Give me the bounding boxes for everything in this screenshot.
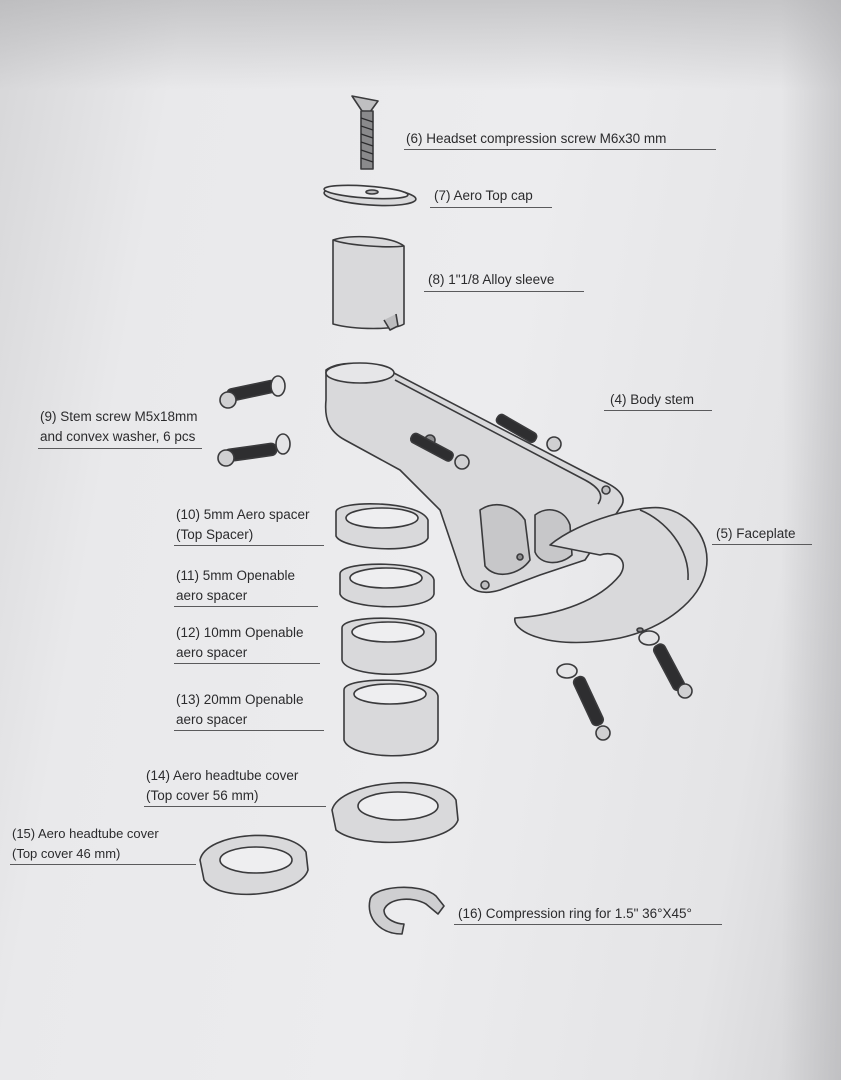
aero-top-cap [323, 184, 417, 207]
label-part-15-line2: (Top cover 46 mm) [12, 846, 121, 861]
label-part-13: (13) 20mm Openable aero spacer [176, 690, 304, 730]
label-part-10-line1: (10) 5mm Aero spacer [176, 507, 310, 522]
label-part-9: (9) Stem screw M5x18mm and convex washer… [40, 407, 198, 447]
label-part-15: (15) Aero headtube cover (Top cover 46 m… [12, 824, 159, 864]
page-shadow-right [781, 0, 841, 1080]
label-part-13-line2: aero spacer [176, 712, 248, 727]
leader-line-4 [604, 410, 712, 412]
leader-line-13 [174, 730, 324, 732]
label-part-7: (7) Aero Top cap [434, 186, 533, 206]
leader-line-8 [424, 291, 584, 293]
label-part-9-line2: and convex washer, 6 pcs [40, 429, 196, 444]
label-part-6-line1: (6) Headset compression screw M6x30 mm [406, 131, 667, 146]
aero-spacer-5mm-top [335, 503, 429, 550]
label-part-16: (16) Compression ring for 1.5" 36°X45° [458, 904, 692, 924]
headset-compression-screw [351, 95, 379, 170]
label-part-12-line2: aero spacer [176, 645, 248, 660]
leader-line-14 [144, 806, 326, 808]
stem-bolts-upper [409, 413, 562, 470]
label-part-16-line1: (16) Compression ring for 1.5" 36°X45° [458, 906, 692, 921]
headtube-cover-46mm [199, 834, 309, 896]
label-part-14-line2: (Top cover 56 mm) [146, 788, 259, 803]
label-part-11-line2: aero spacer [176, 588, 248, 603]
label-part-11-line1: (11) 5mm Openable [176, 568, 296, 583]
label-part-8: (8) 1"1/8 Alloy sleeve [428, 270, 554, 290]
label-part-13-line1: (13) 20mm Openable [176, 692, 304, 707]
label-part-14-line1: (14) Aero headtube cover [146, 768, 299, 783]
label-part-11: (11) 5mm Openable aero spacer [176, 566, 295, 606]
leader-line-6 [404, 149, 716, 151]
headtube-cover-56mm [331, 782, 459, 844]
label-part-10-line2: (Top Spacer) [176, 527, 254, 542]
label-part-12-line1: (12) 10mm Openable [176, 625, 304, 640]
label-part-5: (5) Faceplate [716, 524, 796, 544]
body-stem [324, 362, 624, 594]
faceplate-bolts [556, 630, 693, 741]
stem-screw-set [217, 375, 291, 467]
leader-line-12 [174, 663, 320, 665]
label-part-15-line1: (15) Aero headtube cover [12, 826, 159, 841]
openable-spacer-5mm [339, 563, 435, 608]
label-part-4-line1: (4) Body stem [610, 392, 695, 407]
leader-line-11 [174, 606, 318, 608]
leader-line-10 [174, 545, 324, 547]
label-part-8-line1: (8) 1"1/8 Alloy sleeve [428, 272, 555, 287]
label-part-4: (4) Body stem [610, 390, 694, 410]
label-part-10: (10) 5mm Aero spacer (Top Spacer) [176, 505, 310, 545]
leader-line-5 [712, 544, 812, 546]
leader-line-7 [430, 207, 552, 209]
openable-spacer-20mm [343, 679, 439, 757]
compression-ring [368, 886, 445, 935]
leader-line-9 [38, 448, 202, 450]
leader-line-15 [10, 864, 196, 866]
faceplate [514, 506, 708, 644]
alloy-sleeve [332, 235, 405, 331]
openable-spacer-10mm [341, 617, 437, 676]
page-shadow-top [0, 0, 841, 90]
label-part-12: (12) 10mm Openable aero spacer [176, 623, 304, 663]
label-part-6: (6) Headset compression screw M6x30 mm [406, 129, 666, 149]
label-part-5-line1: (5) Faceplate [716, 526, 796, 541]
label-part-9-line1: (9) Stem screw M5x18mm [40, 409, 198, 424]
label-part-14: (14) Aero headtube cover (Top cover 56 m… [146, 766, 298, 806]
label-part-7-line1: (7) Aero Top cap [434, 188, 533, 203]
leader-line-16 [454, 924, 722, 926]
